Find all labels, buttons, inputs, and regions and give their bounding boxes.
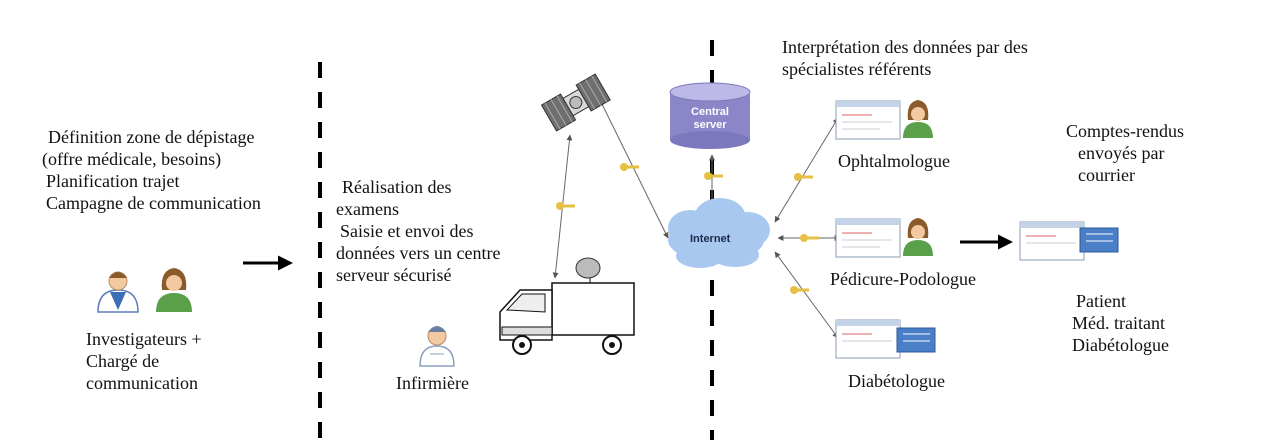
- key-icon: [794, 173, 813, 181]
- investigators-label: Investigateurs + Chargé de communication: [86, 329, 202, 393]
- recipients-text: Patient Méd. traitant Diabétologue: [1072, 291, 1169, 355]
- screen-icon: [835, 100, 901, 140]
- exams-text: Réalisation des examens Saisie et envoi …: [336, 177, 501, 285]
- reports-text: Comptes-rendus envoyés par courrier: [1066, 121, 1184, 185]
- key-icon: [790, 286, 809, 294]
- connector-internet-ophtalmo: [774, 117, 839, 223]
- doctor-icon: [97, 271, 139, 313]
- key-icon: [556, 202, 575, 210]
- internet-label: Internet: [690, 233, 731, 245]
- server-icon: [669, 82, 751, 149]
- server-label: Central server: [691, 106, 729, 131]
- screen-icon: [835, 319, 936, 359]
- cloud-icon: [668, 198, 770, 268]
- specialist-label-ophtalmologue: Ophtalmologue: [838, 151, 950, 171]
- nurse-label: Infirmière: [396, 373, 469, 393]
- specialist-label-diabetologue: Diabétologue: [848, 371, 945, 391]
- satellite-icon: [540, 73, 611, 132]
- woman-icon: [156, 268, 192, 312]
- key-icon: [620, 163, 639, 171]
- connector-satellite-internet: [599, 99, 669, 239]
- screen-icon: [835, 218, 901, 258]
- woman-icon: [903, 218, 933, 256]
- specialist-label-podologue: Pédicure-Podologue: [830, 269, 976, 289]
- truck-icon: [499, 257, 635, 355]
- nurse-icon: [419, 326, 455, 367]
- woman-icon: [903, 100, 933, 138]
- key-icon: [704, 172, 723, 180]
- definition-text: Définition zone de dépistage (offre médi…: [42, 127, 261, 213]
- key-icon: [800, 234, 819, 242]
- report-screen-icon: [1019, 221, 1119, 261]
- interpretation-text: Interprétation des données par des spéci…: [782, 37, 1028, 79]
- connector-internet-diabeto: [774, 251, 839, 339]
